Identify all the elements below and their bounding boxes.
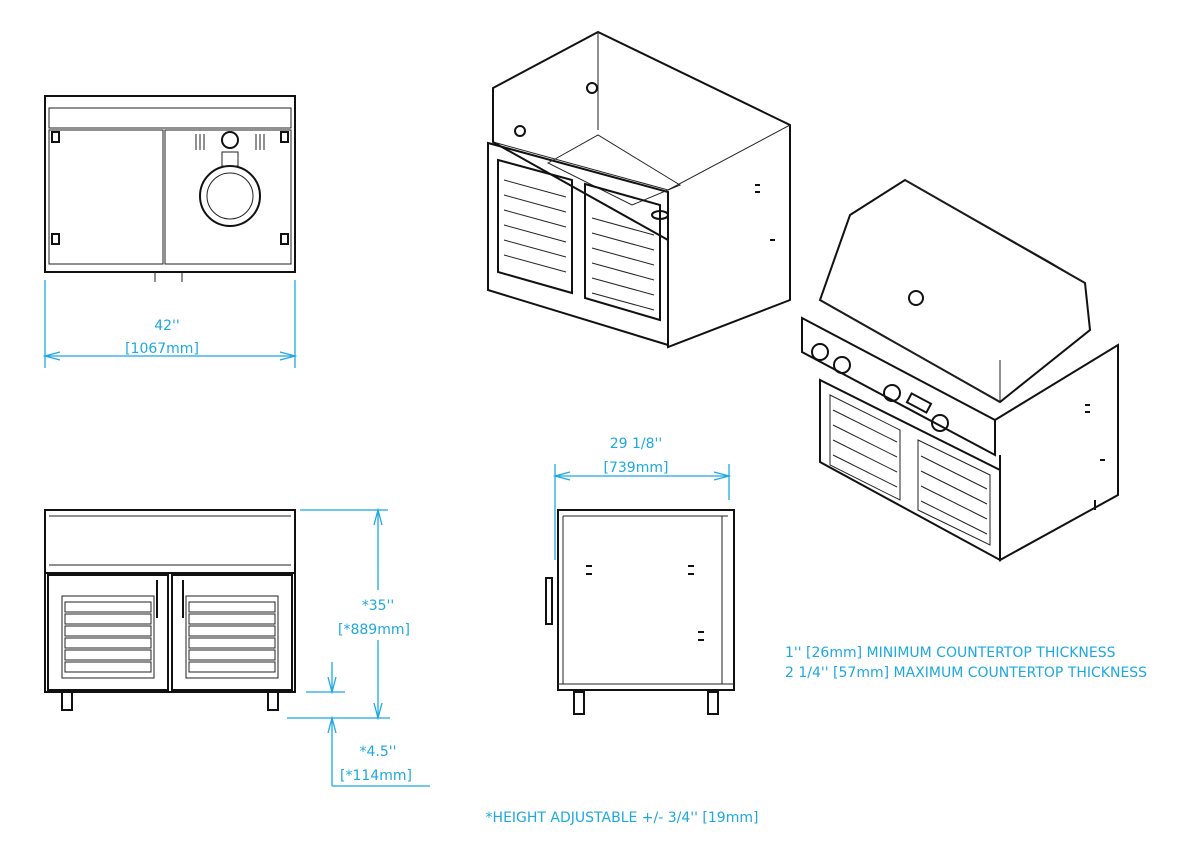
leg-imperial-label: *4.5'' [360, 744, 397, 760]
top-view [44, 95, 296, 282]
width-imperial-label: 42'' [154, 318, 180, 334]
width-metric-label: [1067mm] [125, 341, 199, 357]
side-view [545, 509, 735, 715]
leg-dimension: *4.5'' [*114mm] [327, 715, 430, 787]
height-dimension: *35'' [*889mm] [287, 507, 410, 721]
depth-dimension: 29 1/8'' [739mm] [552, 436, 732, 560]
isometric-cabinet [487, 30, 791, 349]
height-adjustable-footnote: *HEIGHT ADJUSTABLE +/- 3/4'' [19mm] [486, 810, 759, 826]
isometric-grill-cabinet [801, 178, 1119, 562]
height-imperial-label: *35'' [362, 598, 395, 614]
countertop-min-note: 1'' [26mm] MINIMUM COUNTERTOP THICKNESS [785, 645, 1116, 661]
front-view [44, 509, 296, 711]
leg-metric-label: [*114mm] [340, 768, 412, 784]
countertop-max-note: 2 1/4'' [57mm] MAXIMUM COUNTERTOP THICKN… [785, 665, 1147, 681]
height-metric-label: [*889mm] [338, 622, 410, 638]
depth-metric-label: [739mm] [604, 460, 669, 476]
depth-imperial-label: 29 1/8'' [610, 436, 663, 452]
width-dimension: 42'' [1067mm] [42, 280, 298, 368]
